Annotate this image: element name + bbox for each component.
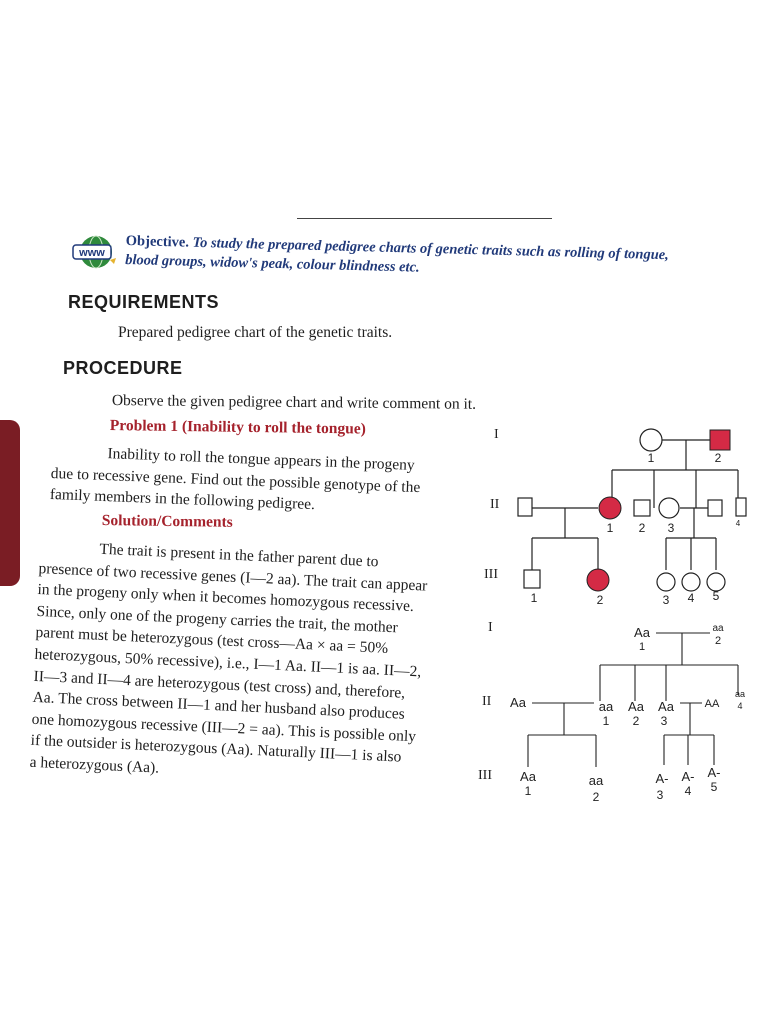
gen-label-III: III	[484, 567, 498, 582]
gen3-male-1	[523, 569, 541, 589]
gen3-number: 1	[531, 591, 538, 605]
gen2-outsider-genotype: Aa	[510, 695, 527, 710]
gen1-number: 2	[715, 451, 722, 465]
solution-text: The trait is present in the father paren…	[29, 536, 469, 793]
www-globe-icon: www	[72, 235, 116, 269]
gen1-genotype: aa	[712, 623, 724, 634]
gen3-number: 2	[597, 593, 604, 607]
page-edge-tab	[0, 420, 20, 586]
gen3-number: 3	[657, 788, 664, 802]
gen3-genotype: A-	[656, 771, 669, 786]
gen2-number: 2	[633, 714, 640, 728]
objective-text: Objective. To study the prepared pedigre…	[125, 232, 766, 287]
gen1-number: 1	[639, 641, 645, 653]
gen3-genotype: Aa	[520, 769, 537, 784]
gen3-number: 5	[713, 589, 720, 603]
gen3-female-5	[706, 572, 726, 592]
gen3-female-2-affected	[586, 568, 610, 592]
gen3-number: 5	[711, 780, 718, 794]
gen-label-I: I	[488, 620, 493, 635]
gen-label-II: II	[490, 497, 500, 512]
www-icon-text: www	[78, 247, 105, 259]
problem-title: Problem 1 (Inability to roll the tongue)	[109, 416, 366, 438]
top-rule	[297, 218, 552, 219]
gen2-male-2	[633, 499, 651, 517]
gen1-female-1	[639, 428, 663, 452]
gen-label-II: II	[482, 694, 492, 709]
gen1-genotype: Aa	[634, 625, 651, 640]
gen3-number: 1	[525, 784, 532, 798]
gen1-male-2-affected	[709, 429, 731, 451]
gen2-outsider-male-right	[707, 499, 723, 517]
gen3-genotype: A-	[708, 765, 721, 780]
requirements-text: Prepared pedigree chart of the genetic t…	[118, 324, 393, 341]
gen-label-I: I	[494, 427, 499, 442]
gen2-genotype: aa	[735, 689, 745, 699]
gen2-number: 1	[603, 714, 610, 728]
procedure-intro: Observe the given pedigree chart and wri…	[111, 391, 477, 413]
gen2-number: 2	[639, 521, 646, 535]
procedure-heading: PROCEDURE	[63, 358, 183, 378]
gen2-female-1-affected	[598, 496, 622, 520]
requirements-heading: REQUIREMENTS	[68, 292, 220, 312]
gen2-number: 4	[736, 519, 741, 528]
pedigree-symbols-chart: I II III 1 2 1 2 3 4 1 2 3 4 5	[484, 427, 747, 607]
gen3-female-3	[656, 572, 676, 592]
gen3-number: 4	[688, 591, 695, 605]
gen2-number: 4	[737, 701, 742, 711]
gen2-male-4	[735, 497, 747, 517]
gen2-number: 3	[668, 521, 675, 535]
gen2-outsider-male	[517, 497, 533, 517]
solution-title: Solution/Comments	[101, 511, 233, 531]
gen3-number: 2	[593, 790, 600, 804]
gen3-number: 4	[685, 784, 692, 798]
gen3-number: 3	[663, 593, 670, 607]
gen2-number: 1	[607, 521, 614, 535]
objective-lead: Objective.	[125, 232, 190, 251]
gen2-number: 3	[661, 714, 668, 728]
gen3-genotype: aa	[589, 773, 604, 788]
pedigree-genotypes-chart: I II III Aa 1 aa 2 Aa aa 1 Aa 2 Aa 3 AA …	[478, 620, 745, 804]
gen-label-III: III	[478, 768, 492, 783]
gen1-number: 2	[715, 635, 721, 647]
gen2-genotype: aa	[599, 699, 614, 714]
gen1-number: 1	[648, 451, 655, 465]
gen3-genotype: A-	[682, 769, 695, 784]
gen2-outsider-genotype: AA	[705, 698, 720, 710]
gen2-female-3	[658, 497, 680, 519]
gen2-genotype: Aa	[658, 699, 675, 714]
gen3-female-4	[681, 572, 701, 592]
gen2-genotype: Aa	[628, 699, 645, 714]
